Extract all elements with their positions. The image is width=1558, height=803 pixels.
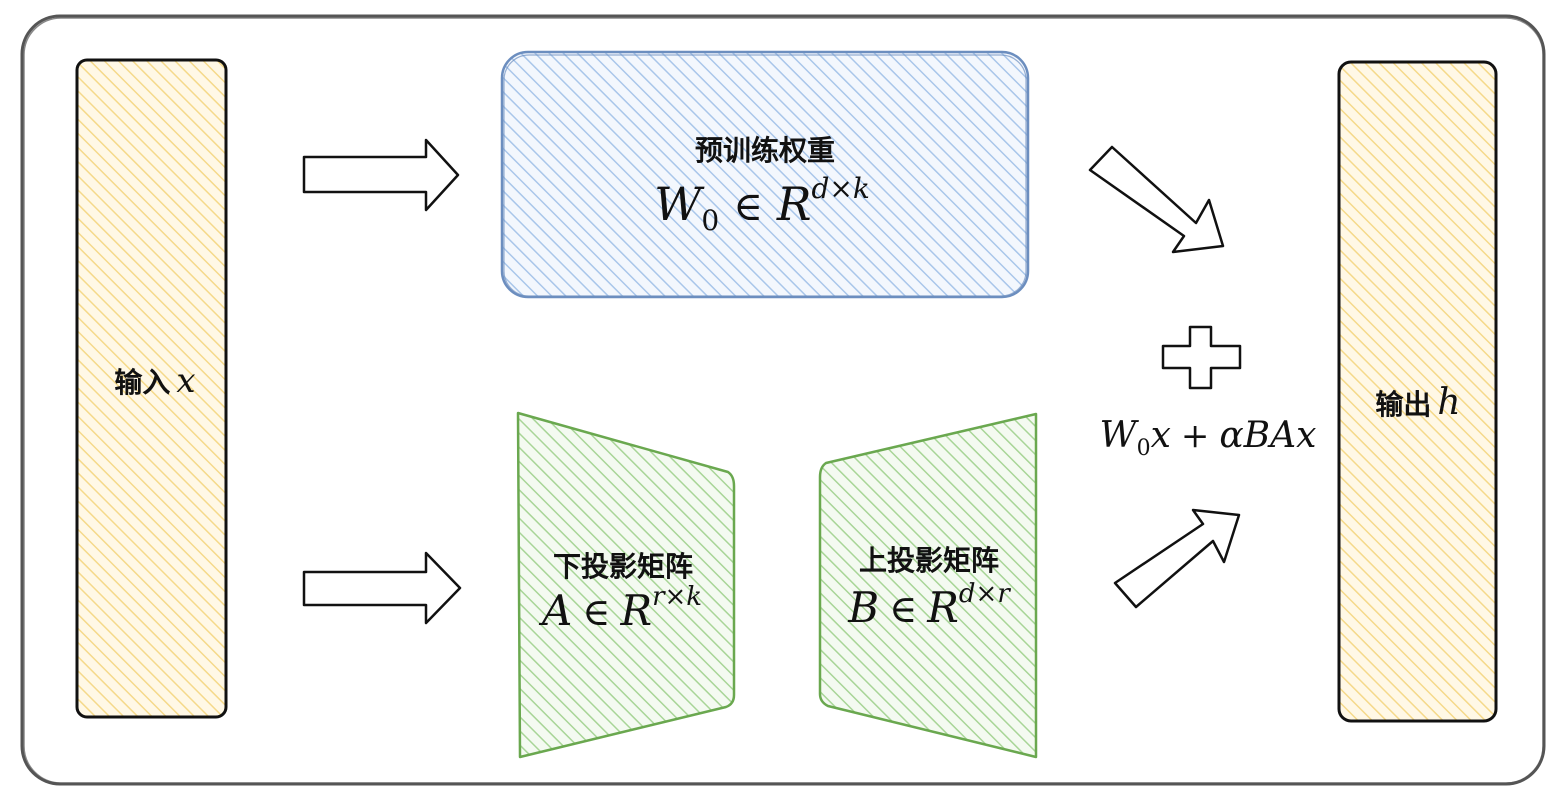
plus-icon: [1161, 325, 1242, 390]
outer-frame: [20, 14, 1546, 786]
pretrained-weight-formula: W0∈Rd×k: [654, 172, 870, 237]
pretrained-weight-box: 预训练权重 W0∈Rd×k: [500, 50, 1030, 299]
down-projection-title: 下投影矩阵: [553, 550, 693, 583]
arrow-up-projection-to-output: [1113, 508, 1241, 609]
down-projection-matrix: 下投影矩阵 A∈Rr×k: [516, 411, 736, 759]
arrow-input-to-pretrained: [302, 138, 460, 212]
outer-frame-sketch: [23, 17, 1544, 784]
up-projection-formula: B∈Rd×r: [847, 579, 1011, 632]
arrow-input-to-down-projection: [302, 551, 462, 625]
sum-formula: W0x+αBAx: [1100, 415, 1317, 461]
arrow-pretrained-to-output: [1088, 145, 1225, 254]
down-projection-formula: A∈Rr×k: [538, 582, 702, 635]
pretrained-weight-title: 预训练权重: [695, 134, 835, 167]
up-projection-title: 上投影矩阵: [859, 544, 999, 577]
up-projection-matrix: 上投影矩阵 B∈Rd×r: [818, 412, 1038, 759]
